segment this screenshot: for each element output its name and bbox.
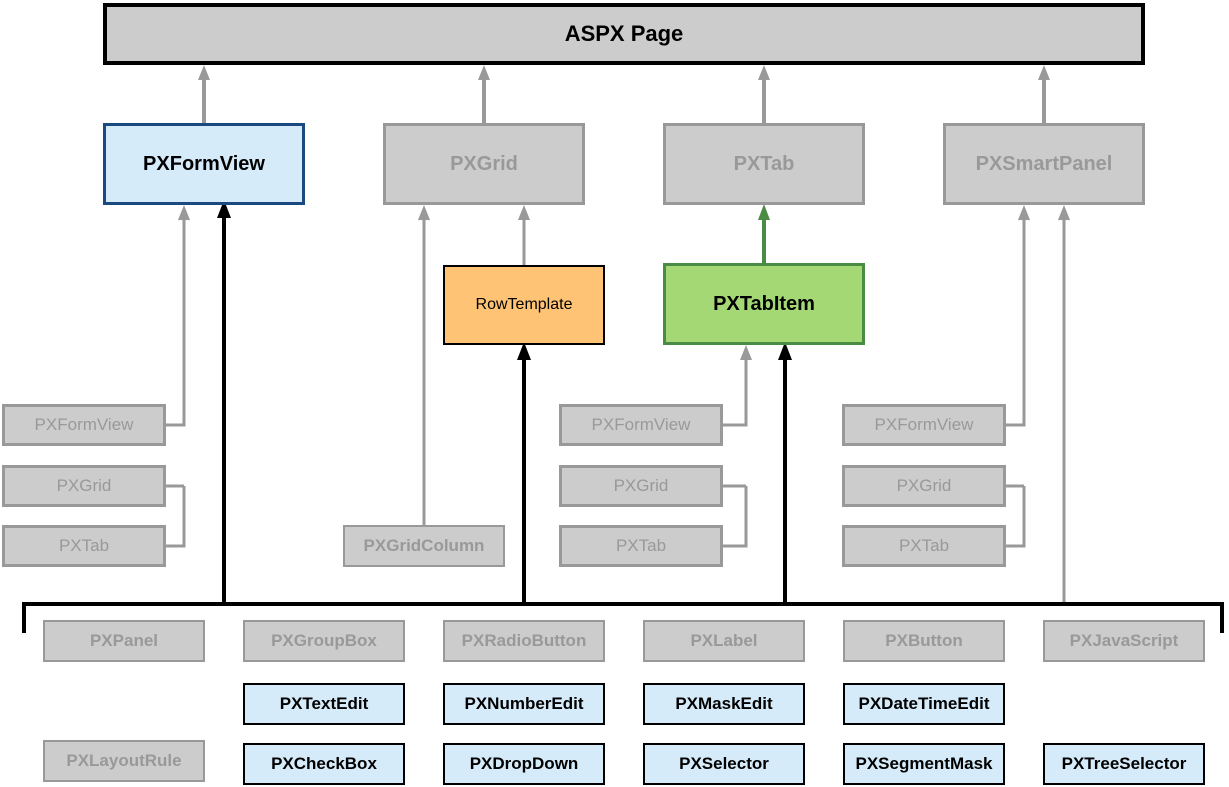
smartpanel-nested-pxtab: PXTab: [842, 525, 1006, 567]
tabitem-nested-pxgrid: PXGrid: [559, 465, 723, 507]
arrowhead-formview-nested: [178, 205, 190, 220]
formview-nested-pxformview: PXFormView: [2, 404, 166, 446]
arrowhead-smartpanel-controls: [1058, 205, 1070, 220]
rowtemplate-node: RowTemplate: [443, 265, 605, 345]
pxtabitem-node: PXTabItem: [663, 263, 865, 345]
nested-item-label: PXGrid: [896, 476, 952, 495]
pxsmartpanel-label: PXSmartPanel: [975, 152, 1113, 175]
pxgrid-label: PXGrid: [450, 152, 518, 175]
aspx-page-node: ASPX Page: [103, 3, 1145, 65]
tabitem-nested-pxtab: PXTab: [559, 525, 723, 567]
nested-item-label: PXGrid: [56, 476, 112, 495]
control-label: PXTextEdit: [279, 694, 369, 713]
smartpanel-nested-pxgrid: PXGrid: [842, 465, 1006, 507]
pxgrid-node: PXGrid: [383, 123, 585, 205]
pxtab-node: PXTab: [663, 123, 865, 205]
control-label: PXCheckBox: [271, 754, 377, 773]
formview-nested-pxgrid: PXGrid: [2, 465, 166, 507]
nested-item-label: PXFormView: [591, 415, 691, 434]
control-label: PXButton: [885, 631, 963, 650]
nested-item-label: PXGrid: [613, 476, 669, 495]
control-pxtextedit: PXTextEdit: [243, 683, 405, 725]
nested-item-label: PXFormView: [34, 415, 134, 434]
aspx-page-label: ASPX Page: [564, 21, 684, 46]
pxgridcolumn-label: PXGridColumn: [363, 536, 485, 555]
control-label: PXSelector: [679, 754, 769, 773]
control-pxsegmentmask: PXSegmentMask: [843, 743, 1005, 785]
arrowhead-smartpanel-nested: [1018, 205, 1030, 220]
smartpanel-nested-connector: [1005, 218, 1066, 603]
tabitem-nested-pxformview: PXFormView: [559, 404, 723, 446]
control-pxbutton: PXButton: [843, 620, 1005, 662]
arrowhead-gridcolumn: [418, 205, 430, 220]
controls-bracket: [22, 218, 1224, 633]
arrowheads-controls: [217, 200, 792, 360]
pxtabitem-label: PXTabItem: [713, 292, 815, 315]
control-pxtreeselector: PXTreeSelector: [1043, 743, 1205, 785]
nested-item-label: PXTab: [58, 536, 110, 555]
control-pxgroupbox: PXGroupBox: [243, 620, 405, 662]
pxsmartpanel-node: PXSmartPanel: [943, 123, 1145, 205]
control-pxpanel: PXPanel: [43, 620, 205, 662]
control-label: PXDateTimeEdit: [858, 694, 990, 713]
grid-connectors: [422, 218, 526, 526]
rowtemplate-label: RowTemplate: [475, 296, 573, 313]
control-pxradiobutton: PXRadioButton: [443, 620, 605, 662]
arrowhead-rowtemplate: [518, 205, 530, 220]
control-pxjavascript: PXJavaScript: [1043, 620, 1205, 662]
nested-item-label: PXFormView: [874, 415, 974, 434]
control-label: PXMaskEdit: [675, 694, 773, 713]
control-label: PXPanel: [89, 631, 159, 650]
control-pxmaskedit: PXMaskEdit: [643, 683, 805, 725]
arrowheads-page: [198, 65, 1050, 80]
control-label: PXLabel: [690, 631, 758, 650]
container-to-page-arrows: [202, 80, 1046, 124]
control-pxnumberedit: PXNumberEdit: [443, 683, 605, 725]
pxtab-label: PXTab: [733, 152, 795, 175]
control-label: PXJavaScript: [1069, 631, 1179, 650]
nested-item-label: PXTab: [898, 536, 950, 555]
arrowhead-tabitem-nested: [740, 345, 752, 360]
pxgridcolumn-node: PXGridColumn: [343, 525, 505, 567]
control-pxcheckbox: PXCheckBox: [243, 743, 405, 785]
nested-item-label: PXTab: [615, 536, 667, 555]
pxformview-label: PXFormView: [143, 152, 265, 175]
formview-nested-connector: [165, 218, 186, 548]
formview-nested-pxtab: PXTab: [2, 525, 166, 567]
control-pxlabel: PXLabel: [643, 620, 805, 662]
tabitem-nested-connector: [722, 360, 748, 548]
control-pxlayoutrule: PXLayoutRule: [43, 740, 205, 782]
control-label: PXRadioButton: [461, 631, 587, 650]
pxformview-node: PXFormView: [103, 123, 305, 205]
smartpanel-nested-pxformview: PXFormView: [842, 404, 1006, 446]
control-label: PXLayoutRule: [66, 751, 182, 770]
control-label: PXDropDown: [469, 754, 579, 773]
control-pxselector: PXSelector: [643, 743, 805, 785]
control-label: PXTreeSelector: [1061, 754, 1187, 773]
control-pxdatetimeedit: PXDateTimeEdit: [843, 683, 1005, 725]
control-label: PXSegmentMask: [855, 754, 993, 773]
control-pxdropdown: PXDropDown: [443, 743, 605, 785]
arrowhead-tabitem: [758, 204, 770, 220]
control-label: PXNumberEdit: [464, 694, 584, 713]
control-label: PXGroupBox: [271, 631, 377, 650]
